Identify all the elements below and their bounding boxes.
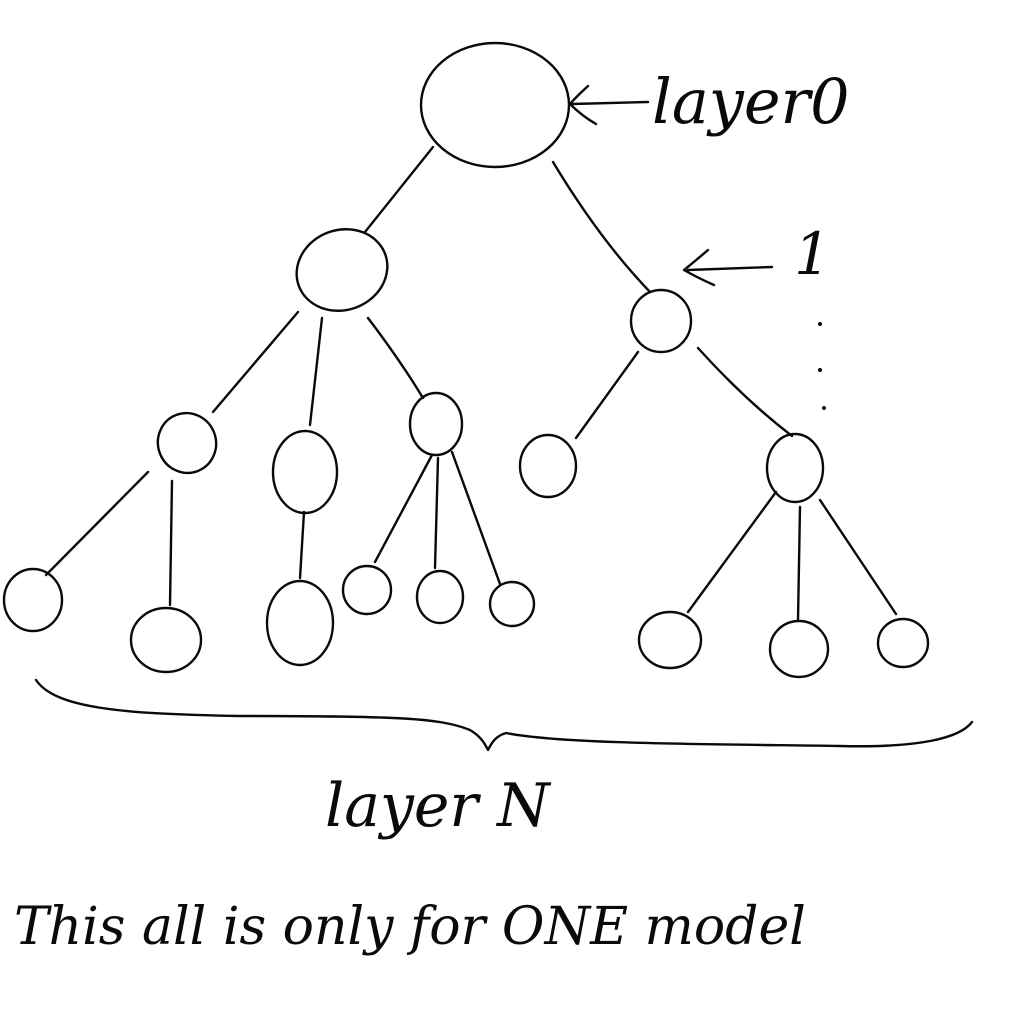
node-layer2-4 [518, 433, 578, 499]
ellipsis-dots [818, 322, 826, 410]
edge-n2-leaf [298, 510, 306, 580]
dot [818, 322, 822, 326]
edge-n3-leaf1 [373, 453, 434, 564]
root-node [419, 41, 571, 169]
node-layer1-left [295, 228, 389, 312]
edge-root-right [551, 160, 652, 294]
edge-n3-leaf2 [433, 456, 440, 570]
caption: This all is only for ONE model [14, 897, 806, 957]
arrow-layer0 [568, 84, 650, 126]
tree-edges [44, 145, 898, 622]
edge-l1a-c3 [366, 316, 425, 400]
leaf-node [876, 617, 930, 669]
label-layerN: layer N [325, 771, 552, 841]
edge-l1b-c1 [574, 350, 640, 440]
edge-n3-leaf3 [450, 450, 502, 586]
edge-n5-leaf3 [818, 498, 898, 616]
tree-nodes [2, 41, 930, 679]
edge-n1-leaf [44, 470, 150, 577]
layer0-annotation: layer0 [568, 65, 850, 138]
node-layer2-1 [156, 411, 218, 475]
edge-n5-leaf2 [796, 505, 802, 622]
edge-l1b-c2 [696, 346, 794, 438]
edge-n5-leaf1 [686, 490, 778, 614]
edge-l1a-c1 [211, 310, 300, 414]
layer1-annotation: 1 [682, 220, 831, 410]
leaf-node [265, 579, 335, 667]
curly-brace [34, 678, 974, 752]
edge-root-left [363, 145, 435, 234]
label-layer1: 1 [794, 220, 831, 288]
edge-n1-leaf2 [168, 479, 174, 607]
leaf-node [341, 564, 393, 616]
leaf-node [415, 569, 465, 625]
dot [822, 406, 826, 410]
edge-l1a-c2 [308, 316, 324, 427]
arrow-layer1 [682, 248, 774, 287]
node-layer2-2 [271, 429, 339, 515]
node-layer1-right [629, 288, 693, 354]
node-layer2-5 [765, 432, 825, 504]
leaf-node [768, 619, 830, 679]
leaf-node [129, 606, 203, 674]
dot [818, 368, 822, 372]
node-layer2-3 [408, 391, 464, 457]
leaf-node [637, 610, 703, 670]
leaf-node [488, 580, 536, 628]
label-layer0: layer0 [652, 65, 850, 138]
leaf-node [2, 567, 64, 633]
